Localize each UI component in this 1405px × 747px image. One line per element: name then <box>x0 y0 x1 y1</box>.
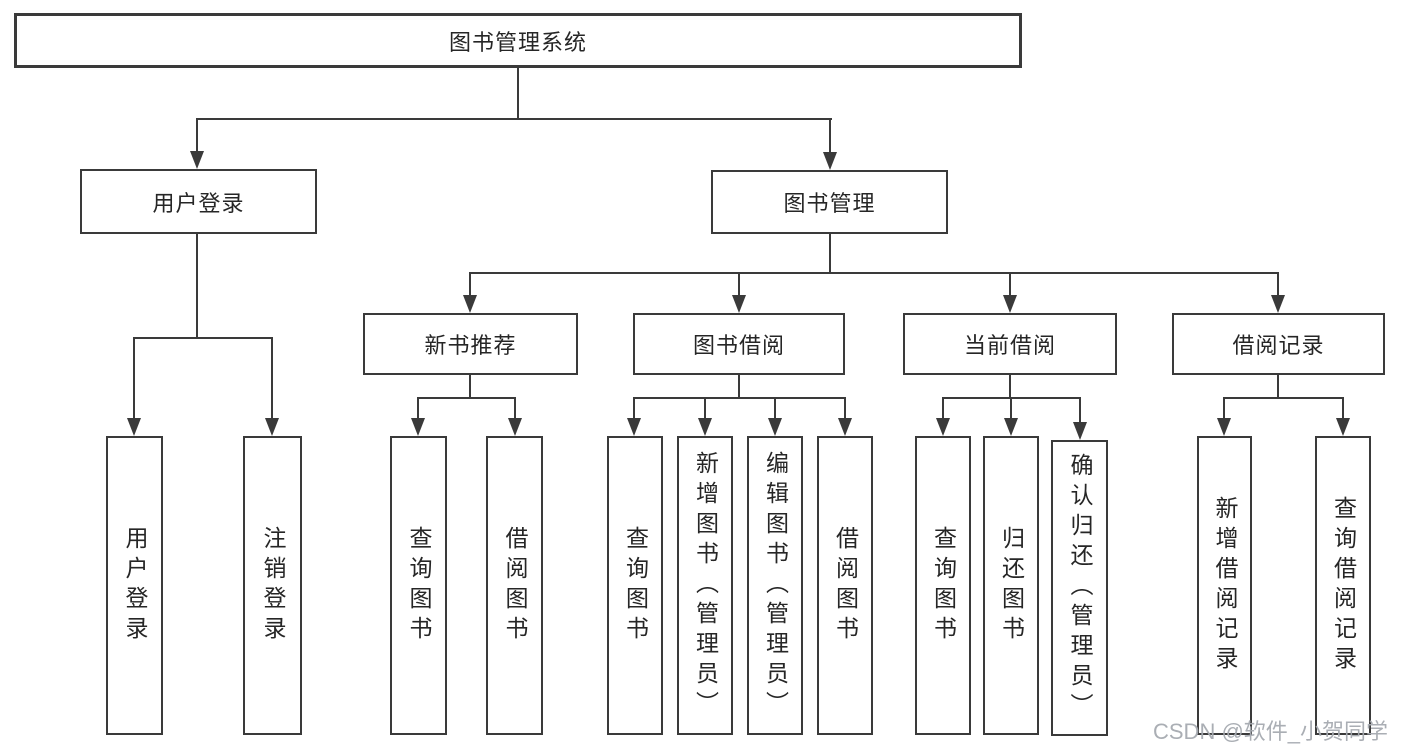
node-label: 图书管理 <box>783 191 876 216</box>
connector-line <box>469 375 471 399</box>
leaf-edit-book-admin: 编辑图书（管理员） <box>747 436 803 735</box>
connector-line <box>196 118 832 120</box>
leaf-borrow-books-1: 借阅图书 <box>486 436 543 735</box>
node-label: 当前借阅 <box>963 333 1056 358</box>
node-label: 注销登录 <box>260 525 286 646</box>
node-label: 用户登录 <box>122 525 148 646</box>
node-root: 图书管理系统 <box>14 13 1022 68</box>
node-label: 查询借阅记录 <box>1330 495 1357 676</box>
leaf-logout: 注销登录 <box>243 436 302 735</box>
node-label: 查询图书 <box>930 525 957 646</box>
connector-line <box>1277 375 1279 399</box>
arrow-down-icon <box>698 418 712 436</box>
arrow-down-icon <box>190 151 204 169</box>
connector-line <box>633 397 635 419</box>
arrow-down-icon <box>768 418 782 436</box>
leaf-query-books-2: 查询图书 <box>607 436 663 735</box>
arrow-down-icon <box>265 418 279 436</box>
node-label: 新增借阅记录 <box>1212 495 1238 676</box>
node-label: 新书推荐 <box>424 333 517 358</box>
node-label: 新增图书（管理员） <box>692 450 719 721</box>
connector-line <box>417 397 419 419</box>
arrow-down-icon <box>1073 422 1087 440</box>
node-new-book-recommend: 新书推荐 <box>363 313 578 375</box>
connector-line <box>844 397 846 419</box>
connector-line <box>1010 397 1012 419</box>
arrow-down-icon <box>1336 418 1350 436</box>
arrow-down-icon <box>1004 418 1018 436</box>
connector-line <box>417 397 516 399</box>
leaf-user-login: 用户登录 <box>106 436 163 735</box>
node-label: 确认归还（管理员） <box>1067 453 1093 723</box>
connector-line <box>774 397 776 419</box>
connector-line <box>133 337 273 339</box>
connector-line <box>1223 397 1344 399</box>
arrow-down-icon <box>823 152 837 170</box>
arrow-down-icon <box>838 418 852 436</box>
leaf-add-borrow-record: 新增借阅记录 <box>1197 436 1252 735</box>
leaf-query-books-1: 查询图书 <box>390 436 447 735</box>
node-label: 借阅图书 <box>502 525 528 646</box>
leaf-query-books-3: 查询图书 <box>915 436 971 735</box>
arrow-down-icon <box>127 418 141 436</box>
connector-line <box>704 397 706 419</box>
connector-line <box>469 272 1279 274</box>
arrow-down-icon <box>627 418 641 436</box>
node-label: 借阅图书 <box>832 525 859 646</box>
arrow-down-icon <box>1271 295 1285 313</box>
connector-line <box>942 397 944 419</box>
node-label: 编辑图书（管理员） <box>762 450 789 721</box>
connector-line <box>1277 272 1279 296</box>
leaf-return-books: 归还图书 <box>983 436 1039 735</box>
connector-line <box>1079 397 1081 423</box>
node-book-management: 图书管理 <box>711 170 948 234</box>
node-label: 图书管理系统 <box>448 29 587 55</box>
connector-line <box>738 375 740 399</box>
leaf-borrow-books-2: 借阅图书 <box>817 436 873 735</box>
connector-line <box>1342 397 1344 419</box>
arrow-down-icon <box>936 418 950 436</box>
node-book-borrow: 图书借阅 <box>633 313 845 375</box>
connector-line <box>829 118 831 153</box>
node-borrow-records: 借阅记录 <box>1172 313 1385 375</box>
connector-line <box>829 234 831 274</box>
connector-line <box>633 397 846 399</box>
node-label: 查询图书 <box>622 525 649 646</box>
leaf-confirm-return-admin: 确认归还（管理员） <box>1051 440 1108 736</box>
arrow-down-icon <box>508 418 522 436</box>
node-label: 用户登录 <box>152 190 245 216</box>
connector-line <box>1223 397 1225 419</box>
connector-line <box>196 118 198 153</box>
arrow-down-icon <box>732 295 746 313</box>
connector-line <box>514 397 516 419</box>
connector-line <box>469 272 471 296</box>
connector-line <box>271 337 273 419</box>
connector-line <box>196 233 198 337</box>
watermark: CSDN @软件_小贺同学 <box>1153 719 1389 744</box>
leaf-add-book-admin: 新增图书（管理员） <box>677 436 733 735</box>
node-label: 图书借阅 <box>692 333 785 358</box>
node-label: 归还图书 <box>998 525 1025 646</box>
arrow-down-icon <box>463 295 477 313</box>
arrow-down-icon <box>411 418 425 436</box>
connector-line <box>738 272 740 296</box>
connector-line <box>517 66 519 119</box>
arrow-down-icon <box>1217 418 1231 436</box>
node-current-borrow: 当前借阅 <box>903 313 1117 375</box>
connector-line <box>1009 375 1011 399</box>
node-label: 借阅记录 <box>1232 333 1325 358</box>
connector-line <box>133 337 135 419</box>
connector-line <box>1009 272 1011 296</box>
node-label: 查询图书 <box>406 525 432 646</box>
arrow-down-icon <box>1003 295 1017 313</box>
node-user-login: 用户登录 <box>80 169 317 234</box>
leaf-query-borrow-record: 查询借阅记录 <box>1315 436 1371 735</box>
